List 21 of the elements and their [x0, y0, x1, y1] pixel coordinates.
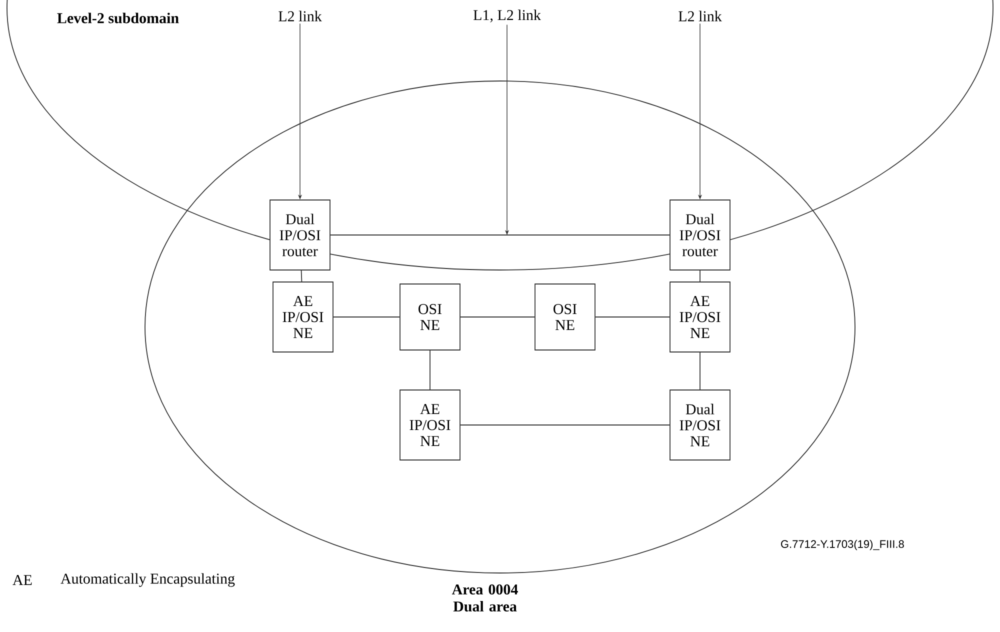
link-line	[333, 316, 400, 318]
link-line	[460, 424, 670, 426]
abbreviation-definition: Automatically Encapsulating	[60, 573, 235, 587]
figure-id: G.7712-Y.1703(19)_FIII.8	[781, 540, 904, 550]
link-line	[300, 270, 302, 282]
link-line	[330, 234, 670, 236]
network-element-box: OSI NE	[534, 284, 596, 350]
network-element-box: OSI NE	[400, 284, 460, 350]
link-label: L2 link	[678, 10, 722, 22]
network-element-box: AE IP/OSI NE	[272, 282, 334, 352]
link-label: L1, L2 link	[474, 10, 541, 22]
link-line	[460, 316, 535, 318]
abbreviation: AE	[12, 575, 32, 585]
router-box: Dual IP/OSI router	[670, 200, 730, 270]
link-line	[595, 316, 670, 318]
link-label: L2 link	[278, 10, 322, 22]
router-box: Dual IP/OSI router	[270, 200, 330, 270]
network-element-box: AE IP/OSI NE	[670, 282, 730, 352]
network-element-box: Dual IP/OSI NE	[670, 390, 730, 460]
network-element-box: AE IP/OSI NE	[400, 390, 460, 460]
node-label: Area 0004 Dual area	[452, 584, 518, 612]
